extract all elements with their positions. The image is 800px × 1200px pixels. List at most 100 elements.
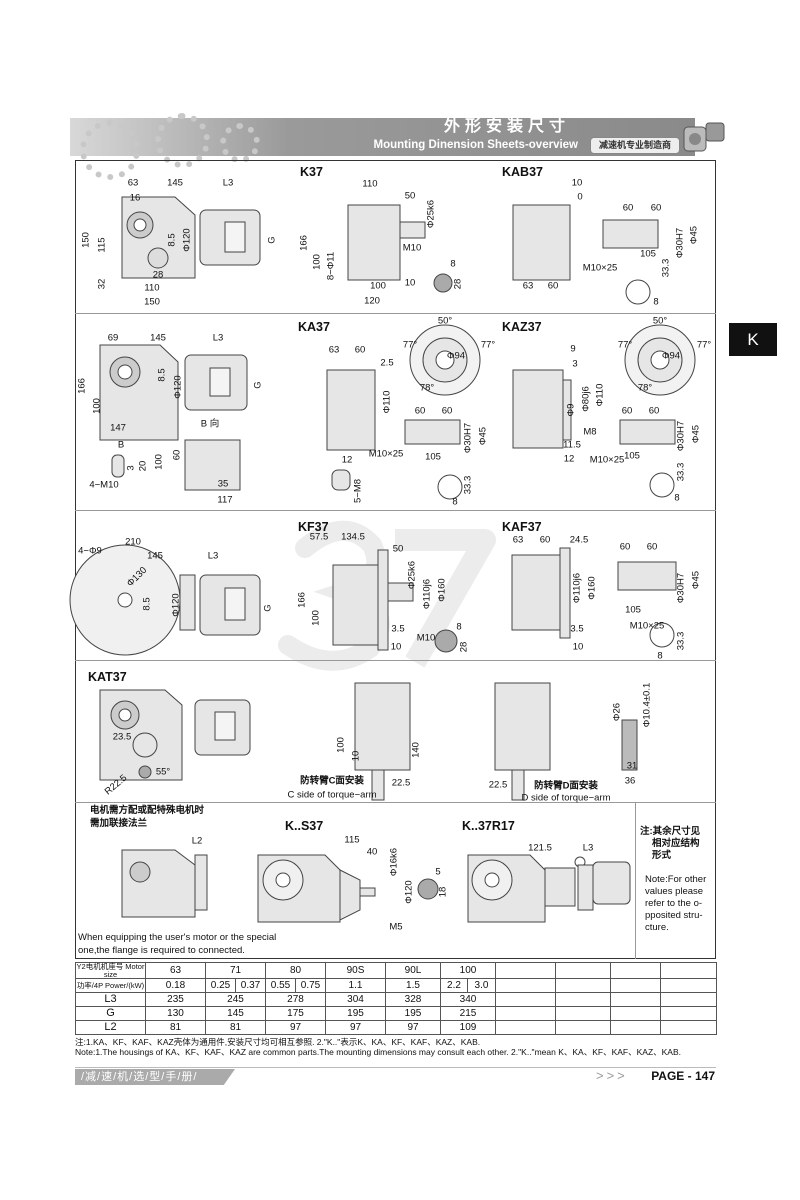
- dimension-label: 8: [452, 496, 458, 508]
- table-cell: 0.55: [265, 978, 296, 993]
- dimension-label: 60: [650, 202, 662, 214]
- dimension-label: 5: [435, 866, 441, 878]
- table-cell: 80: [265, 962, 326, 979]
- table-cell: 130: [145, 1006, 206, 1021]
- side-note-cn: 注:其余尺寸见 相对应结构 形式: [640, 826, 700, 862]
- flange-note-cn-1: 电机需方配或配特殊电机时: [90, 805, 205, 816]
- dimension-label: M10×25: [629, 620, 665, 632]
- dimension-label: B 向: [200, 418, 220, 430]
- gear-decoration-icon: [155, 113, 210, 168]
- dimension-label: 28: [452, 278, 464, 290]
- table-cell: [495, 962, 556, 979]
- section-tab-k[interactable]: K: [729, 323, 777, 356]
- dimension-label: 60: [648, 405, 660, 417]
- dimension-label: 11.5: [563, 439, 581, 451]
- dimension-label: 120: [364, 295, 380, 307]
- dimension-label: 8: [450, 258, 456, 270]
- table-cell: 195: [325, 1006, 386, 1021]
- divider: [75, 313, 716, 314]
- table-cell: 109: [440, 1020, 496, 1035]
- table-cell: [495, 978, 556, 993]
- table-cell: [555, 1006, 611, 1021]
- table-cell: 81: [145, 1020, 206, 1035]
- dimension-label: 63: [512, 534, 524, 546]
- divider: [75, 802, 716, 803]
- table-cell: 235: [145, 992, 206, 1007]
- drawings-panel: [75, 160, 716, 959]
- dimension-label: 145: [147, 550, 163, 562]
- dimension-label: 60: [622, 202, 634, 214]
- dimension-label: 140: [410, 742, 422, 758]
- dimension-label: 60: [646, 541, 658, 553]
- dimension-label: 33.3: [675, 631, 687, 651]
- table-cell: [555, 962, 611, 979]
- dimension-label: G: [266, 236, 278, 244]
- k37-front-view-drawing: [347, 204, 453, 293]
- dimension-label: Φ120: [181, 228, 193, 252]
- dimension-label: 23.5: [112, 731, 132, 743]
- caption-cn: 防转臂C面安装: [300, 775, 364, 787]
- dimension-label: M10: [402, 242, 422, 254]
- kaz37-drawing: [512, 324, 696, 498]
- dimension-label: 8: [657, 650, 663, 662]
- torque-arm-c-drawing: [354, 682, 411, 801]
- model-title-k37r17: K..37R17: [462, 819, 515, 833]
- model-title-k37: K37: [300, 165, 323, 179]
- dimension-label: 63: [127, 177, 139, 189]
- dimension-label: 10: [350, 750, 362, 762]
- table-cell: [660, 1020, 717, 1035]
- dimension-label: 22.5: [488, 779, 508, 791]
- dimension-label: L3: [582, 842, 594, 854]
- table-cell: 97: [325, 1020, 386, 1035]
- row-header: 功率/4P Power/(kW): [75, 978, 146, 993]
- model-title-kat37: KAT37: [88, 670, 127, 684]
- dimension-label: 105: [625, 604, 641, 616]
- dimension-label: Φ25k6: [406, 560, 418, 590]
- table-cell: 0.37: [235, 978, 266, 993]
- dimension-label: Φ94: [446, 350, 466, 362]
- dimension-label: 60: [441, 405, 453, 417]
- table-cell: [610, 978, 661, 993]
- note-cn: 注:1.KA、KF、KAF、KAZ壳体为通用件,安装尺寸均可相互参照. 2."K…: [75, 1037, 481, 1047]
- note-en: Note:1.The housings of KA、KF、KAF、KAZ are…: [75, 1047, 682, 1057]
- dimension-label: 78°: [419, 382, 435, 394]
- dimension-label: 8: [456, 621, 462, 633]
- dimension-label: Φ26: [611, 702, 623, 722]
- dimension-label: 8: [653, 296, 659, 308]
- dimension-label: Φ30H7: [674, 227, 686, 259]
- tagline-badge: 减速机专业制造商: [590, 137, 680, 154]
- dimension-label: Φ45: [690, 570, 702, 590]
- ks37-drawing: [257, 854, 439, 923]
- footer-arrows: >>>: [596, 1068, 628, 1083]
- side-note-line: cture.: [645, 922, 669, 933]
- table-cell: 145: [205, 1006, 266, 1021]
- dimension-label: 40: [366, 846, 378, 858]
- divider: [635, 802, 636, 959]
- row-header: L2: [75, 1020, 146, 1035]
- dimension-label: 60: [621, 405, 633, 417]
- k37r17-drawing: [467, 854, 631, 923]
- side-note-line: values please: [645, 886, 704, 897]
- row-header: Y2电机机座号 Motor size: [75, 962, 146, 979]
- dimension-label: 18: [437, 886, 449, 898]
- dimension-label: Φ110: [381, 390, 393, 414]
- dimension-label: 105: [425, 451, 441, 463]
- dimension-label: M10: [416, 632, 436, 644]
- dimension-label: 8.5: [166, 233, 178, 247]
- dimension-label: Φ110j6: [571, 572, 583, 604]
- dimension-label: 78°: [637, 382, 653, 394]
- footer-book-title: /减/速/机/选/型/手/册/: [75, 1069, 235, 1085]
- dimension-label: 12: [563, 453, 575, 465]
- dimension-label: Φ30H7: [462, 422, 474, 454]
- model-title-kab37: KAB37: [502, 165, 543, 179]
- table-cell: 1.1: [325, 978, 386, 993]
- table-cell: 97: [265, 1020, 326, 1035]
- table-cell: 304: [325, 992, 386, 1007]
- dimension-label: 121.5: [528, 842, 552, 854]
- dimension-label: Φ45: [477, 426, 489, 446]
- dimension-label: 50: [404, 190, 416, 202]
- dimension-label: 33.3: [675, 462, 687, 482]
- dimension-label: L3: [222, 177, 234, 189]
- table-cell: [660, 1006, 717, 1021]
- table-cell: 2.2: [440, 978, 468, 993]
